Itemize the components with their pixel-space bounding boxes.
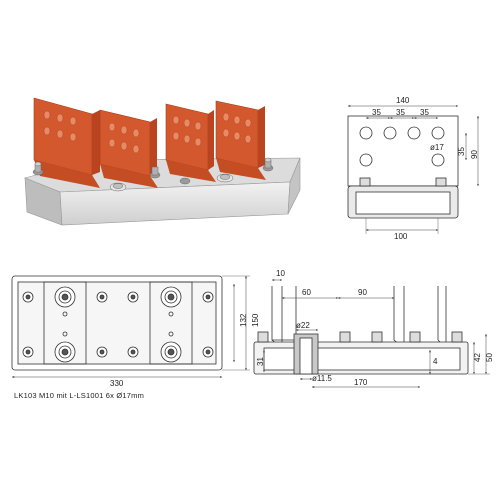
dim-bore-11-5: ø11.5	[312, 374, 332, 383]
iso-bolts	[32, 157, 274, 192]
plate-holes	[43, 110, 252, 154]
dim-100: 100	[394, 232, 408, 241]
isometric-view	[24, 97, 301, 226]
dim-140: 140	[396, 96, 410, 105]
dim-35-b: 35	[396, 108, 405, 117]
dim-35-v: 35	[457, 147, 466, 156]
dim-31: 31	[256, 357, 265, 366]
dim-132: 132	[239, 313, 248, 327]
top-view	[11, 275, 250, 378]
dim-150: 150	[251, 313, 260, 327]
copper-plate-2	[99, 109, 158, 188]
front-view	[253, 279, 490, 388]
dim-330: 330	[110, 379, 124, 388]
dim-60: 60	[302, 288, 311, 297]
dim-35-c: 35	[420, 108, 429, 117]
dim-35-a: 35	[372, 108, 381, 117]
copper-plate-1	[33, 97, 100, 188]
dim-50: 50	[485, 353, 494, 362]
dim-bore-22: ø22	[296, 321, 310, 330]
dim-90: 90	[470, 150, 479, 159]
dim-90-front: 90	[358, 288, 367, 297]
dim-4: 4	[433, 357, 438, 366]
dim-170: 170	[354, 378, 368, 387]
dim-10: 10	[276, 269, 285, 278]
side-view	[347, 105, 479, 234]
caption: LK103 M10 mit L-LS1001 6x Ø17mm	[14, 391, 144, 400]
dim-hole-dia: ø17	[430, 143, 444, 152]
dim-42: 42	[473, 353, 482, 362]
